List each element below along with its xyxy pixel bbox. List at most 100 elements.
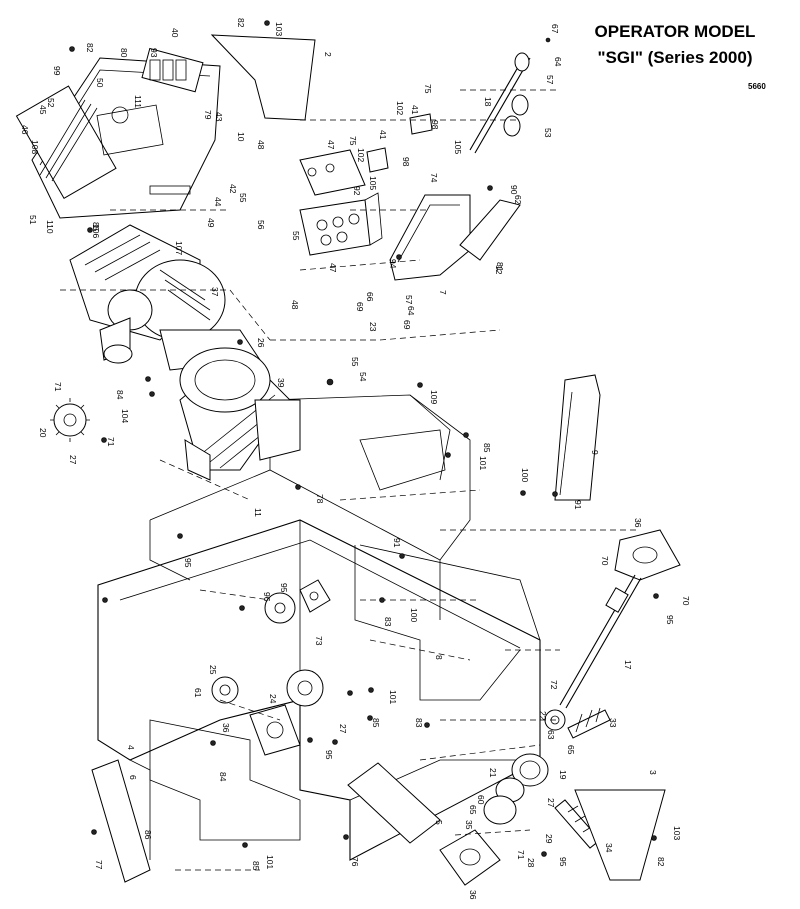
chain-33 — [567, 707, 611, 739]
callout-17: 17 — [623, 660, 633, 670]
callout-81: 81 — [495, 262, 505, 272]
callout-84-2: 84 — [218, 772, 228, 782]
sprocket-96 — [264, 592, 296, 624]
limit-switch-box — [299, 149, 383, 256]
callout-101: 101 — [478, 456, 488, 470]
callout-82-3: 82 — [656, 857, 666, 867]
callout-23: 23 — [368, 322, 378, 332]
callout-41: 41 — [378, 130, 388, 140]
callout-47: 47 — [326, 140, 336, 150]
title-line-2: "SGI" (Series 2000) — [597, 48, 753, 67]
callout-102-2: 102 — [356, 148, 366, 162]
callout-54: 54 — [358, 372, 368, 382]
sprocket-61 — [211, 676, 239, 704]
callout-85-4: 85 — [251, 861, 261, 871]
callout-7: 7 — [438, 290, 448, 295]
callout-53: 53 — [543, 128, 553, 138]
callout-95-2: 95 — [279, 583, 289, 593]
callout-82-2: 82 — [85, 43, 95, 53]
callout-55: 55 — [238, 193, 248, 203]
callout-91: 91 — [573, 500, 583, 510]
callout-12: 12 — [494, 265, 504, 275]
shaft-17 — [559, 574, 642, 709]
callout-98-2: 98 — [430, 120, 440, 130]
callout-61: 61 — [193, 688, 203, 698]
callout-109: 109 — [429, 390, 439, 404]
callout-70: 70 — [600, 556, 610, 566]
bearing-36-center — [249, 704, 301, 756]
callout-84: 84 — [115, 390, 125, 400]
drawing-code: 5660 — [748, 82, 766, 91]
callout-93: 93 — [149, 48, 159, 58]
plate-5 — [347, 762, 441, 844]
callout-5: 5 — [434, 820, 444, 825]
diagram-title: OPERATOR MODEL "SGI" (Series 2000) — [560, 22, 790, 68]
callout-48-2: 48 — [290, 300, 300, 310]
callout-labels: 2345678910111217181920212223242526272727… — [20, 18, 691, 900]
callout-95-4: 95 — [324, 750, 334, 760]
callout-25: 25 — [208, 665, 218, 675]
callout-21: 21 — [488, 768, 498, 778]
callout-40: 40 — [170, 28, 180, 38]
callout-27: 27 — [68, 455, 78, 465]
fasteners — [69, 20, 659, 857]
shaft-18 — [469, 52, 531, 154]
callout-98: 98 — [401, 157, 411, 167]
callout-66: 66 — [365, 292, 375, 302]
sprocket-24 — [286, 669, 324, 707]
callout-85: 85 — [91, 222, 101, 232]
callout-22: 22 — [538, 711, 548, 721]
callout-90: 90 — [509, 185, 519, 195]
callout-55-3: 55 — [350, 357, 360, 367]
callout-83: 83 — [383, 617, 393, 627]
callout-111: 111 — [133, 95, 143, 108]
callout-75: 75 — [423, 84, 433, 94]
callout-3: 3 — [648, 770, 658, 775]
callout-34: 34 — [604, 843, 614, 853]
callout-48: 48 — [256, 140, 266, 150]
callout-56: 56 — [256, 220, 266, 230]
bracket-4 — [149, 719, 301, 841]
callout-107: 107 — [174, 241, 184, 255]
bracket-7 — [389, 194, 471, 281]
bearing-36-bottom — [439, 829, 501, 886]
callout-95: 95 — [183, 558, 193, 568]
callout-52: 52 — [46, 98, 56, 108]
callout-57-2: 57 — [404, 295, 414, 305]
callout-102: 102 — [395, 101, 405, 115]
callout-69: 69 — [355, 302, 365, 312]
callout-46: 46 — [20, 125, 30, 135]
callout-64-2: 64 — [406, 306, 416, 316]
callout-65: 65 — [566, 745, 576, 755]
bracket-9 — [554, 374, 601, 501]
callout-94: 94 — [388, 259, 398, 269]
callout-74: 74 — [429, 173, 439, 183]
callout-27-2: 27 — [338, 724, 348, 734]
callout-62: 62 — [513, 195, 523, 205]
callout-101-3: 101 — [265, 855, 275, 869]
plate-6 — [91, 759, 151, 883]
callout-71: 71 — [53, 382, 63, 392]
sprocket-20 — [50, 398, 90, 442]
callout-2: 2 — [323, 52, 333, 57]
callout-100-2: 100 — [409, 608, 419, 622]
callout-78: 78 — [315, 494, 325, 504]
callout-77: 77 — [94, 860, 104, 870]
callout-26: 26 — [256, 338, 266, 348]
callout-28: 28 — [526, 858, 536, 868]
clutch-19 — [483, 753, 549, 825]
callout-20: 20 — [38, 428, 48, 438]
callout-69-2: 69 — [402, 320, 412, 330]
callout-73: 73 — [314, 636, 324, 646]
callout-35: 35 — [464, 820, 474, 830]
callout-76: 76 — [350, 857, 360, 867]
callout-44: 44 — [213, 197, 223, 207]
callout-72: 72 — [549, 680, 559, 690]
callout-86: 86 — [143, 830, 153, 840]
callout-110: 110 — [45, 220, 55, 234]
callout-57: 57 — [545, 75, 555, 85]
callout-75-2: 75 — [348, 136, 358, 146]
callout-101-2: 101 — [388, 690, 398, 704]
callout-51: 51 — [28, 215, 38, 225]
